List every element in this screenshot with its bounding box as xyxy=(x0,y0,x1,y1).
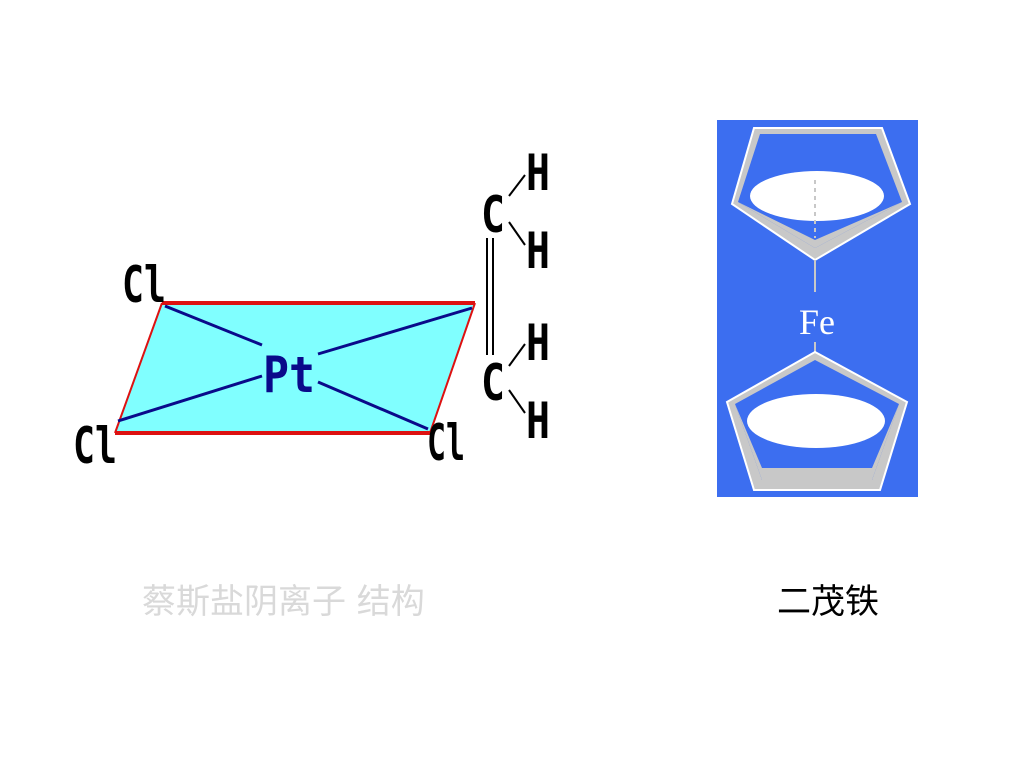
atom-cl-top: Cl xyxy=(122,256,166,314)
atom-h-3: H xyxy=(526,314,550,372)
ferrocene-structure: Fe xyxy=(717,120,918,497)
ferrocene-caption: 二茂铁 xyxy=(777,582,879,622)
zeise-caption: 蔡斯盐阴离子 结构 xyxy=(142,582,425,622)
bond-pt-cl-left xyxy=(117,374,263,423)
ch-bond-3 xyxy=(508,343,526,367)
ch-bond-1 xyxy=(508,174,526,197)
bond-pt-ethylene xyxy=(317,306,473,356)
cp-ring-lower xyxy=(725,350,909,491)
atom-h-2: H xyxy=(526,222,550,280)
ch-bond-4 xyxy=(508,389,526,414)
cp-ring-upper xyxy=(730,127,912,262)
atom-cl-right: Cl xyxy=(427,414,465,472)
bond-pt-cl-right xyxy=(317,380,429,431)
atom-pt: Pt xyxy=(263,346,315,404)
plane-edge-left xyxy=(114,302,163,434)
metal-fe-label: Fe xyxy=(799,302,835,342)
atom-c-upper: C xyxy=(481,186,505,244)
bond-pt-cl-top xyxy=(164,304,263,347)
ch-bond-2 xyxy=(508,221,526,246)
plane-edge-right xyxy=(429,302,476,434)
atom-c-lower: C xyxy=(481,354,505,412)
atom-h-4: H xyxy=(526,392,550,450)
atom-cl-left: Cl xyxy=(73,417,117,475)
atom-h-1: H xyxy=(526,144,550,202)
